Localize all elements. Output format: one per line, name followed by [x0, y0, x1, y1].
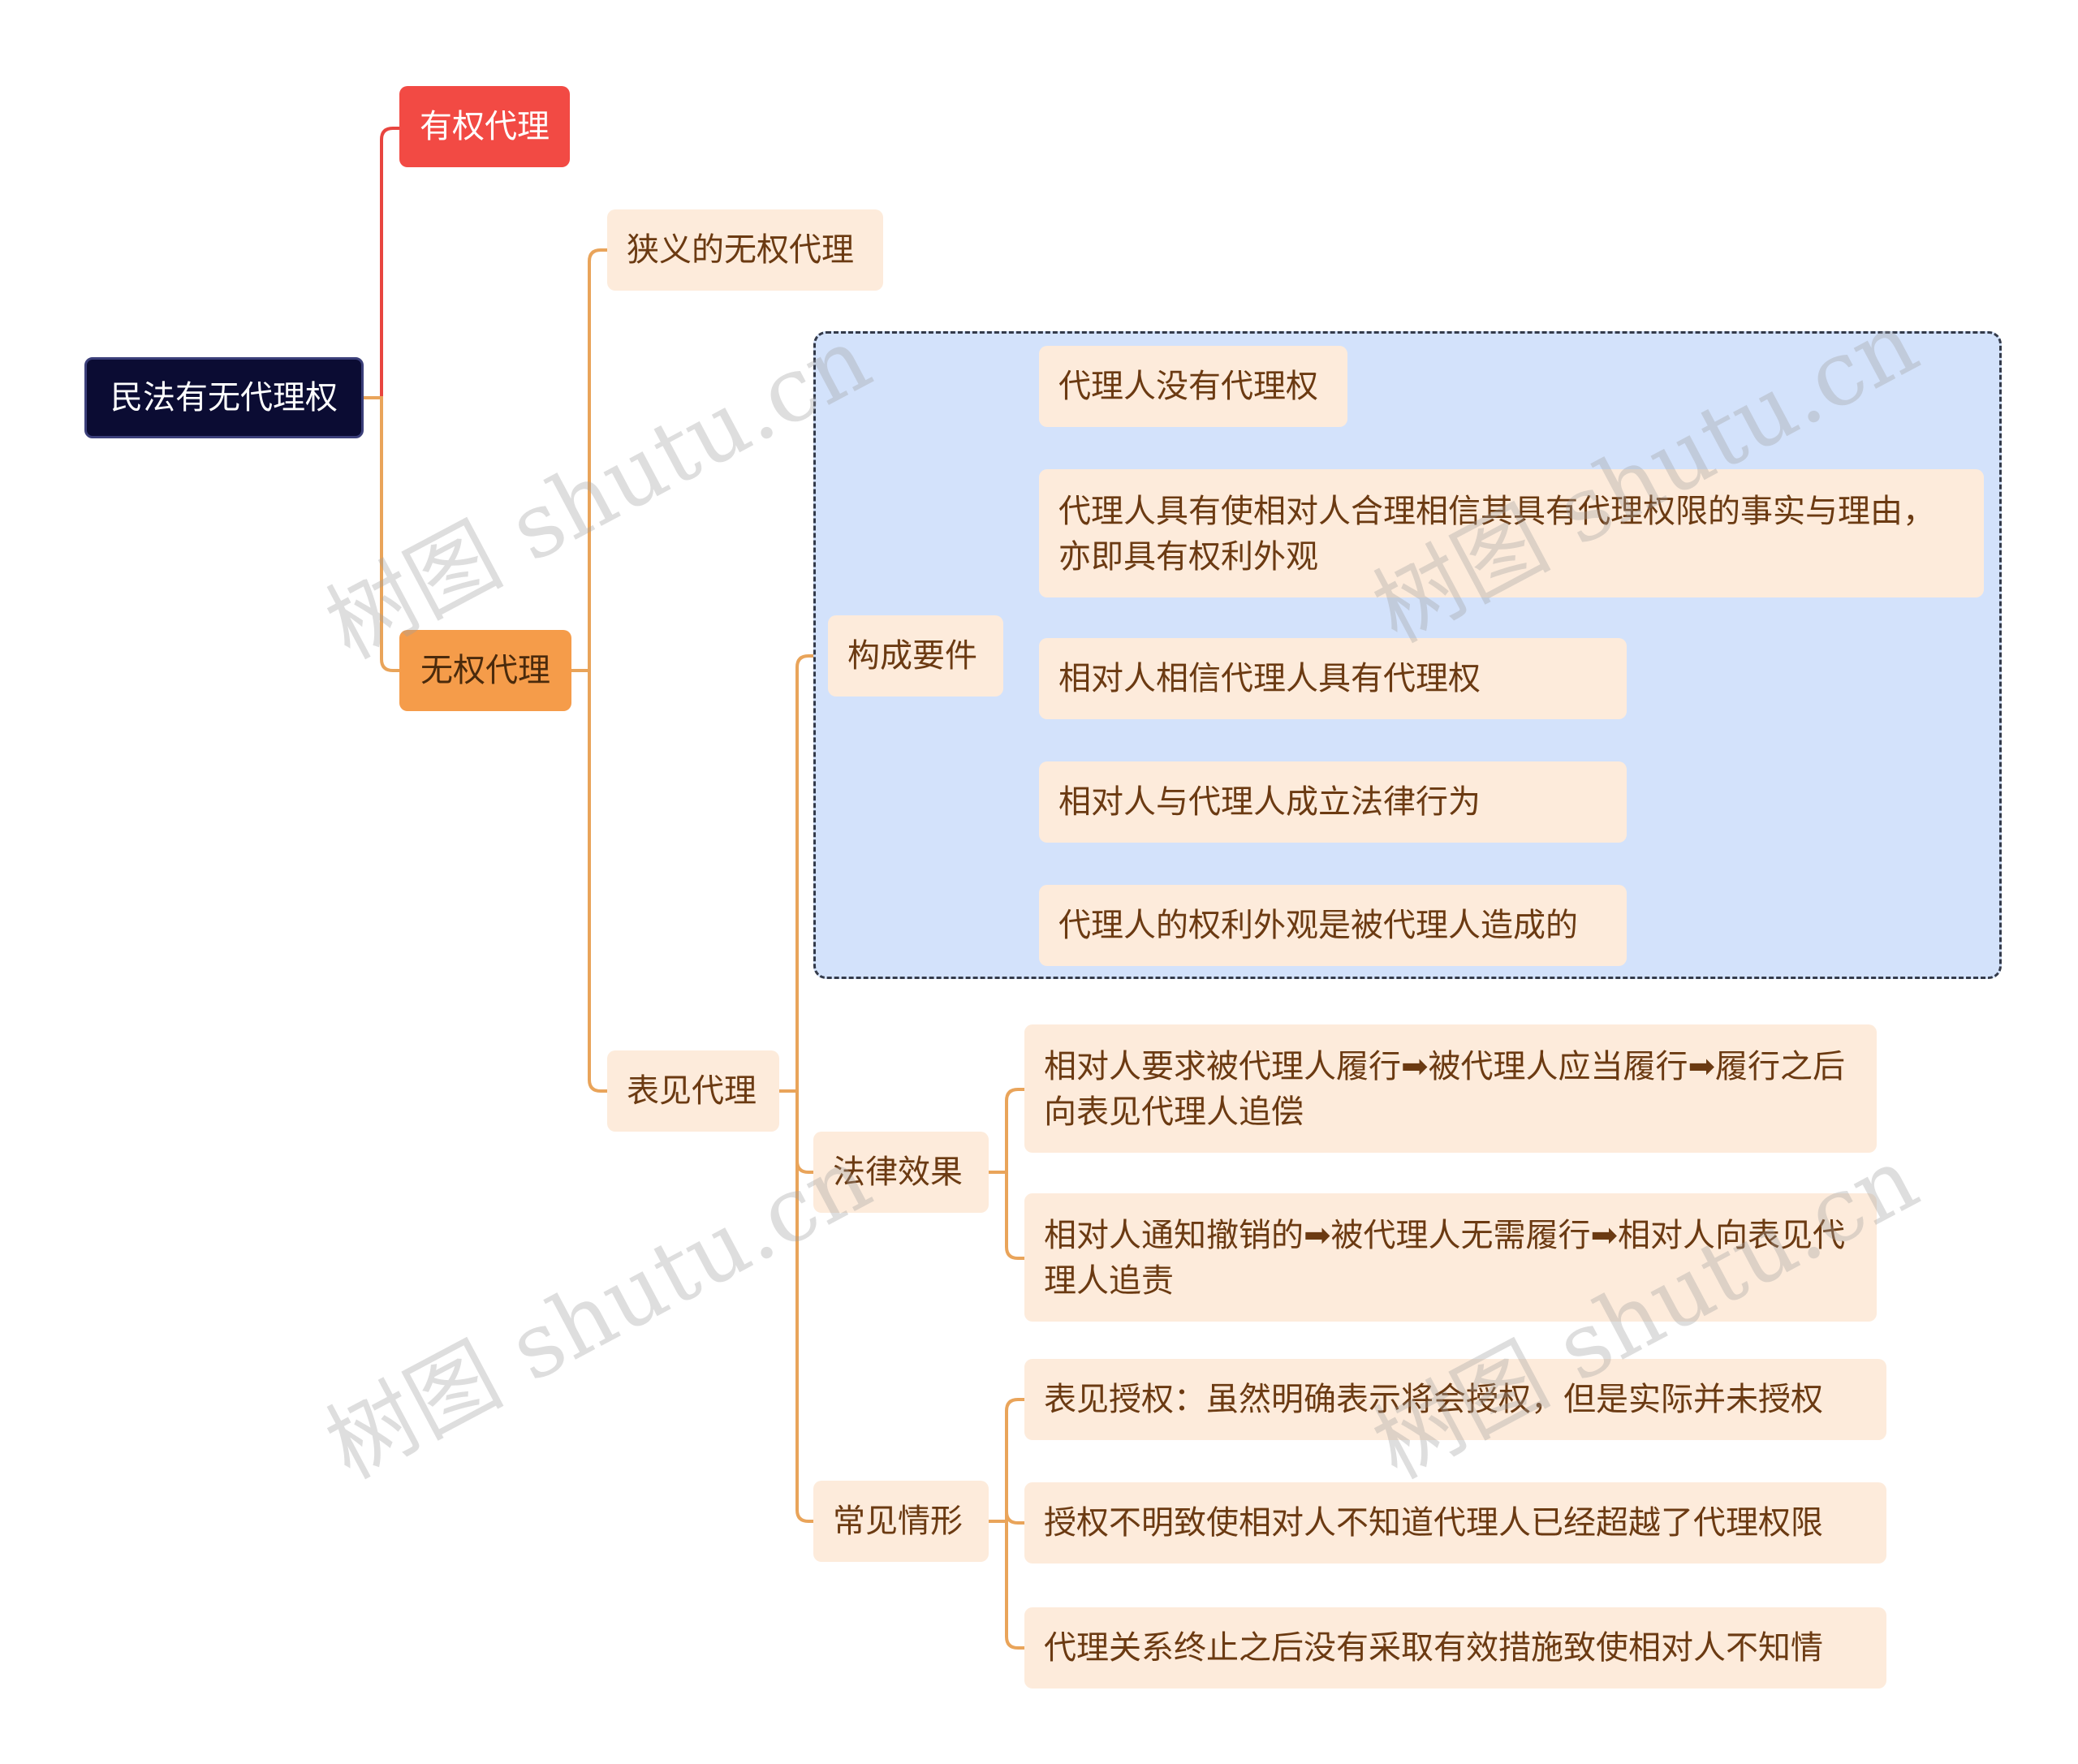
- unauthorized-agency-node[interactable]: 无权代理: [399, 630, 571, 711]
- element-item-text: 相对人相信代理人具有代理权: [1058, 660, 1481, 697]
- element-item[interactable]: 代理人具有使相对人合理相信其具有代理权限的事实与理由，亦即具有权利外观: [1039, 469, 1984, 597]
- common-cases-label: 常见情形: [833, 1503, 963, 1540]
- common-case-item[interactable]: 代理关系终止之后没有采取有效措施致使相对人不知情: [1024, 1607, 1886, 1689]
- link-common-items: [989, 1398, 1024, 1650]
- link-root-authorized: [364, 127, 399, 399]
- element-item[interactable]: 相对人与代理人成立法律行为: [1039, 761, 1627, 843]
- effect-item[interactable]: 相对人通知撤销的➡被代理人无需履行➡相对人向表见代理人追责: [1024, 1193, 1877, 1322]
- narrow-unauthorized-label: 狭义的无权代理: [627, 231, 854, 269]
- element-item[interactable]: 代理人的权利外观是被代理人造成的: [1039, 885, 1627, 966]
- effects-label: 法律效果: [833, 1154, 963, 1191]
- element-item-text: 代理人的权利外观是被代理人造成的: [1058, 907, 1578, 944]
- link-effects-items: [989, 1088, 1024, 1260]
- elements-label: 构成要件: [847, 637, 977, 675]
- common-case-item-text: 代理关系终止之后没有采取有效措施致使相对人不知情: [1044, 1629, 1823, 1667]
- common-cases-node[interactable]: 常见情形: [813, 1481, 989, 1562]
- element-item-text: 代理人没有代理权: [1058, 368, 1318, 405]
- effect-item[interactable]: 相对人要求被代理人履行➡被代理人应当履行➡履行之后向表见代理人追偿: [1024, 1024, 1877, 1153]
- elements-node[interactable]: 构成要件: [828, 615, 1003, 697]
- link-unauth-apparent: [571, 669, 607, 1093]
- narrow-unauthorized-node[interactable]: 狭义的无权代理: [607, 209, 883, 291]
- link-apparent-elements: [779, 654, 828, 1093]
- authorized-agency-label: 有权代理: [420, 108, 550, 145]
- unauthorized-agency-label: 无权代理: [420, 652, 550, 689]
- element-item[interactable]: 相对人相信代理人具有代理权: [1039, 638, 1627, 719]
- element-item-text: 相对人与代理人成立法律行为: [1058, 783, 1481, 821]
- root-label: 民法有无代理权: [110, 379, 338, 416]
- common-case-item-text: 表见授权：虽然明确表示将会授权，但是实际并未授权: [1044, 1381, 1823, 1418]
- apparent-agency-node[interactable]: 表见代理: [607, 1050, 779, 1132]
- effects-node[interactable]: 法律效果: [813, 1132, 989, 1213]
- element-item-text: 代理人具有使相对人合理相信其具有代理权限的事实与理由，亦即具有权利外观: [1058, 493, 1935, 576]
- root-node[interactable]: 民法有无代理权: [84, 357, 364, 438]
- link-root-unauthorized: [364, 396, 399, 672]
- element-item[interactable]: 代理人没有代理权: [1039, 346, 1347, 427]
- link-apparent-common: [779, 1089, 813, 1523]
- effect-item-text: 相对人通知撤销的➡被代理人无需履行➡相对人向表见代理人追责: [1044, 1217, 1846, 1300]
- common-case-item-text: 授权不明致使相对人不知道代理人已经超越了代理权限: [1044, 1504, 1823, 1542]
- common-case-item[interactable]: 授权不明致使相对人不知道代理人已经超越了代理权限: [1024, 1482, 1886, 1563]
- authorized-agency-node[interactable]: 有权代理: [399, 86, 570, 167]
- effect-item-text: 相对人要求被代理人履行➡被代理人应当履行➡履行之后向表见代理人追偿: [1044, 1048, 1846, 1131]
- common-case-item[interactable]: 表见授权：虽然明确表示将会授权，但是实际并未授权: [1024, 1359, 1886, 1440]
- apparent-agency-label: 表见代理: [627, 1072, 757, 1110]
- link-unauth-narrow: [571, 248, 607, 672]
